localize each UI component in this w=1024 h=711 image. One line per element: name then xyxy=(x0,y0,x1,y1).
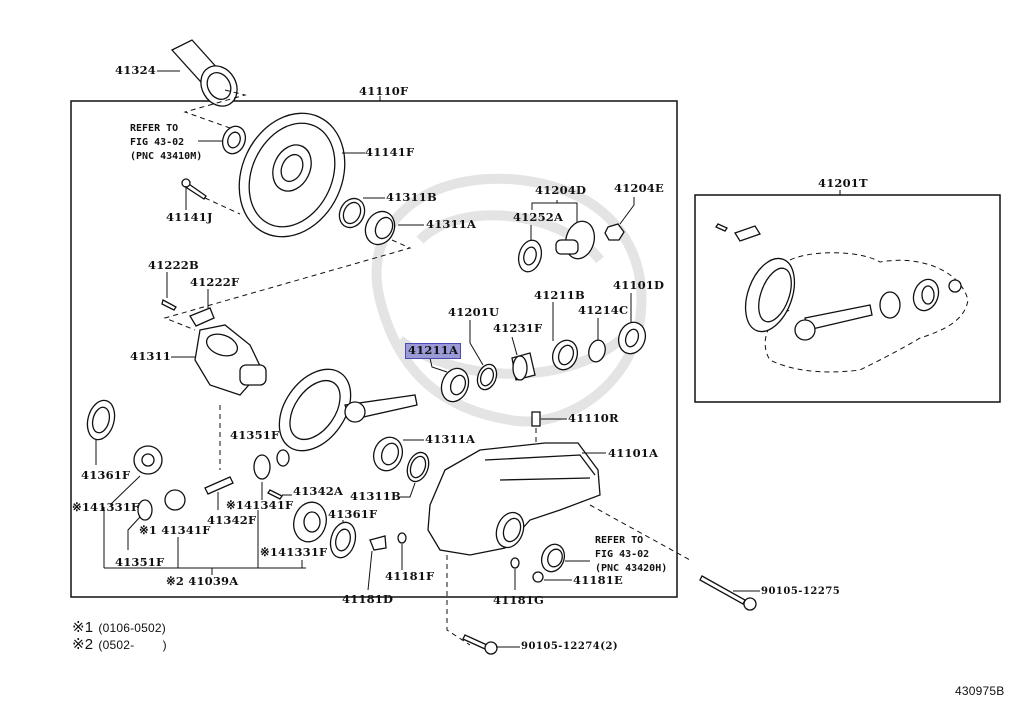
part-label-41222B[interactable]: 41222B xyxy=(148,258,199,272)
footnote-2-text: (0502- ) xyxy=(98,638,167,652)
carrier-housing-41101A xyxy=(427,442,606,556)
drain-fill-plugs xyxy=(367,532,572,591)
part-label-41181G[interactable]: 41181G xyxy=(493,593,545,607)
part-label-41141F[interactable]: 41141F xyxy=(365,145,415,159)
bolt-90105-12274 xyxy=(462,634,520,655)
part-label-41342A[interactable]: 41342A xyxy=(293,484,344,498)
kit-drawing xyxy=(715,223,969,373)
differential-internals xyxy=(86,399,357,575)
part-label-90105-12274[interactable]: 90105-12274(2) xyxy=(521,641,619,652)
part-label-41342F[interactable]: 41342F xyxy=(207,513,257,527)
part-label-41222F[interactable]: 41222F xyxy=(190,275,240,289)
sleeve-41324 xyxy=(157,39,238,107)
part-label-41214C[interactable]: 41214C xyxy=(578,303,629,317)
part-label-41361F-lower[interactable]: 41361F xyxy=(328,507,378,521)
footnote-1-text: (0106-0502) xyxy=(98,621,166,635)
footnote-2-mark: ※2 xyxy=(72,636,94,653)
reference-note-upper[interactable]: REFER TO FIG 43-02 (PNC 43410M) xyxy=(130,123,203,162)
part-label-41331F-left[interactable]: ※141331F xyxy=(72,500,140,514)
part-label-41201U[interactable]: 41201U xyxy=(448,305,500,319)
pinion-bearing-row xyxy=(429,293,647,403)
ring-gear-pinion xyxy=(278,368,418,452)
oil-seal-lower xyxy=(540,543,590,573)
part-label-41351F-lower[interactable]: 41351F xyxy=(115,555,165,569)
lock-plate-41222 xyxy=(161,272,215,327)
main-assembly-box xyxy=(70,100,678,598)
part-label-41211B[interactable]: 41211B xyxy=(534,288,585,302)
part-label-41141J[interactable]: 41141J xyxy=(166,210,213,224)
part-label-41110R[interactable]: 41110R xyxy=(568,411,619,425)
group-label-41201T[interactable]: 41201T xyxy=(818,176,868,190)
group-label-41039A[interactable]: ※2 41039A xyxy=(166,574,239,588)
bearing-41311-top xyxy=(338,197,424,246)
part-label-41204D[interactable]: 41204D xyxy=(535,183,587,197)
part-label-41351F-mid[interactable]: 41351F xyxy=(230,428,280,442)
oil-seal-upper xyxy=(198,125,247,155)
part-label-41181F[interactable]: 41181F xyxy=(385,569,435,583)
part-label-41252A[interactable]: 41252A xyxy=(513,210,564,224)
part-label-41311A-top[interactable]: 41311A xyxy=(426,217,477,231)
breather-plug-41110R xyxy=(531,411,567,445)
companion-flange xyxy=(517,197,635,273)
bolt-41141J xyxy=(181,178,241,215)
part-label-41311[interactable]: 41311 xyxy=(130,349,172,363)
part-label-41311B-lower[interactable]: 41311B xyxy=(350,489,401,503)
footnote-1-mark: ※1 xyxy=(72,619,94,636)
footnote-1: ※1 (0106-0502) xyxy=(72,617,166,636)
part-label-41231F[interactable]: 41231F xyxy=(493,321,543,335)
part-label-41204E[interactable]: 41204E xyxy=(614,181,664,195)
cover-41141F xyxy=(238,112,365,238)
footnote-2: ※2 (0502- ) xyxy=(72,634,167,653)
part-label-41101A[interactable]: 41101A xyxy=(608,446,659,460)
bearing-41311-lower xyxy=(372,436,430,498)
part-label-90105-12275[interactable]: 90105-12275 xyxy=(761,586,841,597)
part-label-41101D[interactable]: 41101D xyxy=(613,278,665,292)
ring-pinion-kit-box xyxy=(694,194,1001,403)
part-label-41211A-highlighted[interactable]: 41211A xyxy=(405,343,462,359)
group-label-41110F[interactable]: 41110F xyxy=(359,84,409,98)
part-label-41341F-left[interactable]: ※1 41341F xyxy=(139,523,211,537)
reference-note-lower[interactable]: REFER TO FIG 43-02 (PNC 43420H) xyxy=(595,535,668,574)
part-label-41331F-lower[interactable]: ※141331F xyxy=(260,545,328,559)
part-label-41361F-left[interactable]: 41361F xyxy=(81,468,131,482)
watermark-emblem xyxy=(371,173,647,427)
bolt-90105-12275 xyxy=(699,575,760,611)
part-label-41311B-top[interactable]: 41311B xyxy=(386,190,437,204)
catalog-number: 430975B xyxy=(955,684,1005,698)
part-label-41324[interactable]: 41324 xyxy=(115,63,157,77)
diff-case-41311 xyxy=(171,324,267,396)
part-label-41181D[interactable]: 41181D xyxy=(342,592,394,606)
part-label-41341F-mid[interactable]: ※141341F xyxy=(226,498,294,512)
part-label-41311A-lower[interactable]: 41311A xyxy=(425,432,476,446)
part-label-41181E[interactable]: 41181E xyxy=(573,573,623,587)
